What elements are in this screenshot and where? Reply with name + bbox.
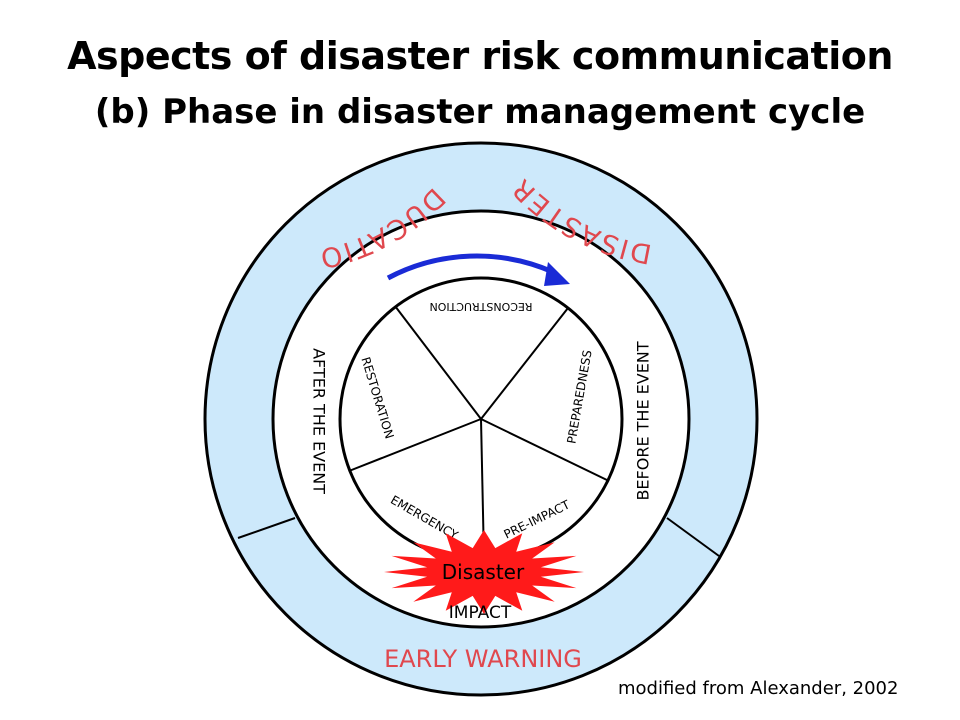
- outer-divider-right: [666, 517, 720, 557]
- cycle-arrow: [386, 253, 555, 281]
- phase-divider-5: [480, 418, 610, 482]
- disaster-burst-icon: [384, 530, 584, 614]
- cycle-arrowhead: [544, 262, 570, 286]
- phase-reconstruction: RECONSTRUCTION: [429, 300, 532, 313]
- slide-title: Aspects of disaster risk communication: [67, 34, 893, 78]
- source-credit: modified from Alexander, 2002: [618, 678, 899, 699]
- before-event-label: BEFORE THE EVENT: [634, 341, 653, 500]
- phase-divider-2: [480, 307, 569, 420]
- early-warning-label: EARLY WARNING: [384, 645, 582, 673]
- phase-divider-3: [348, 418, 482, 472]
- after-event-label: AFTER THE EVENT: [310, 348, 329, 494]
- impact-label: IMPACT: [449, 603, 512, 623]
- phase-divider-1: [394, 305, 482, 420]
- outer-divider-left: [237, 517, 296, 539]
- slide-subtitle: (b) Phase in disaster management cycle: [94, 92, 866, 132]
- burst-label: Disaster: [442, 560, 525, 584]
